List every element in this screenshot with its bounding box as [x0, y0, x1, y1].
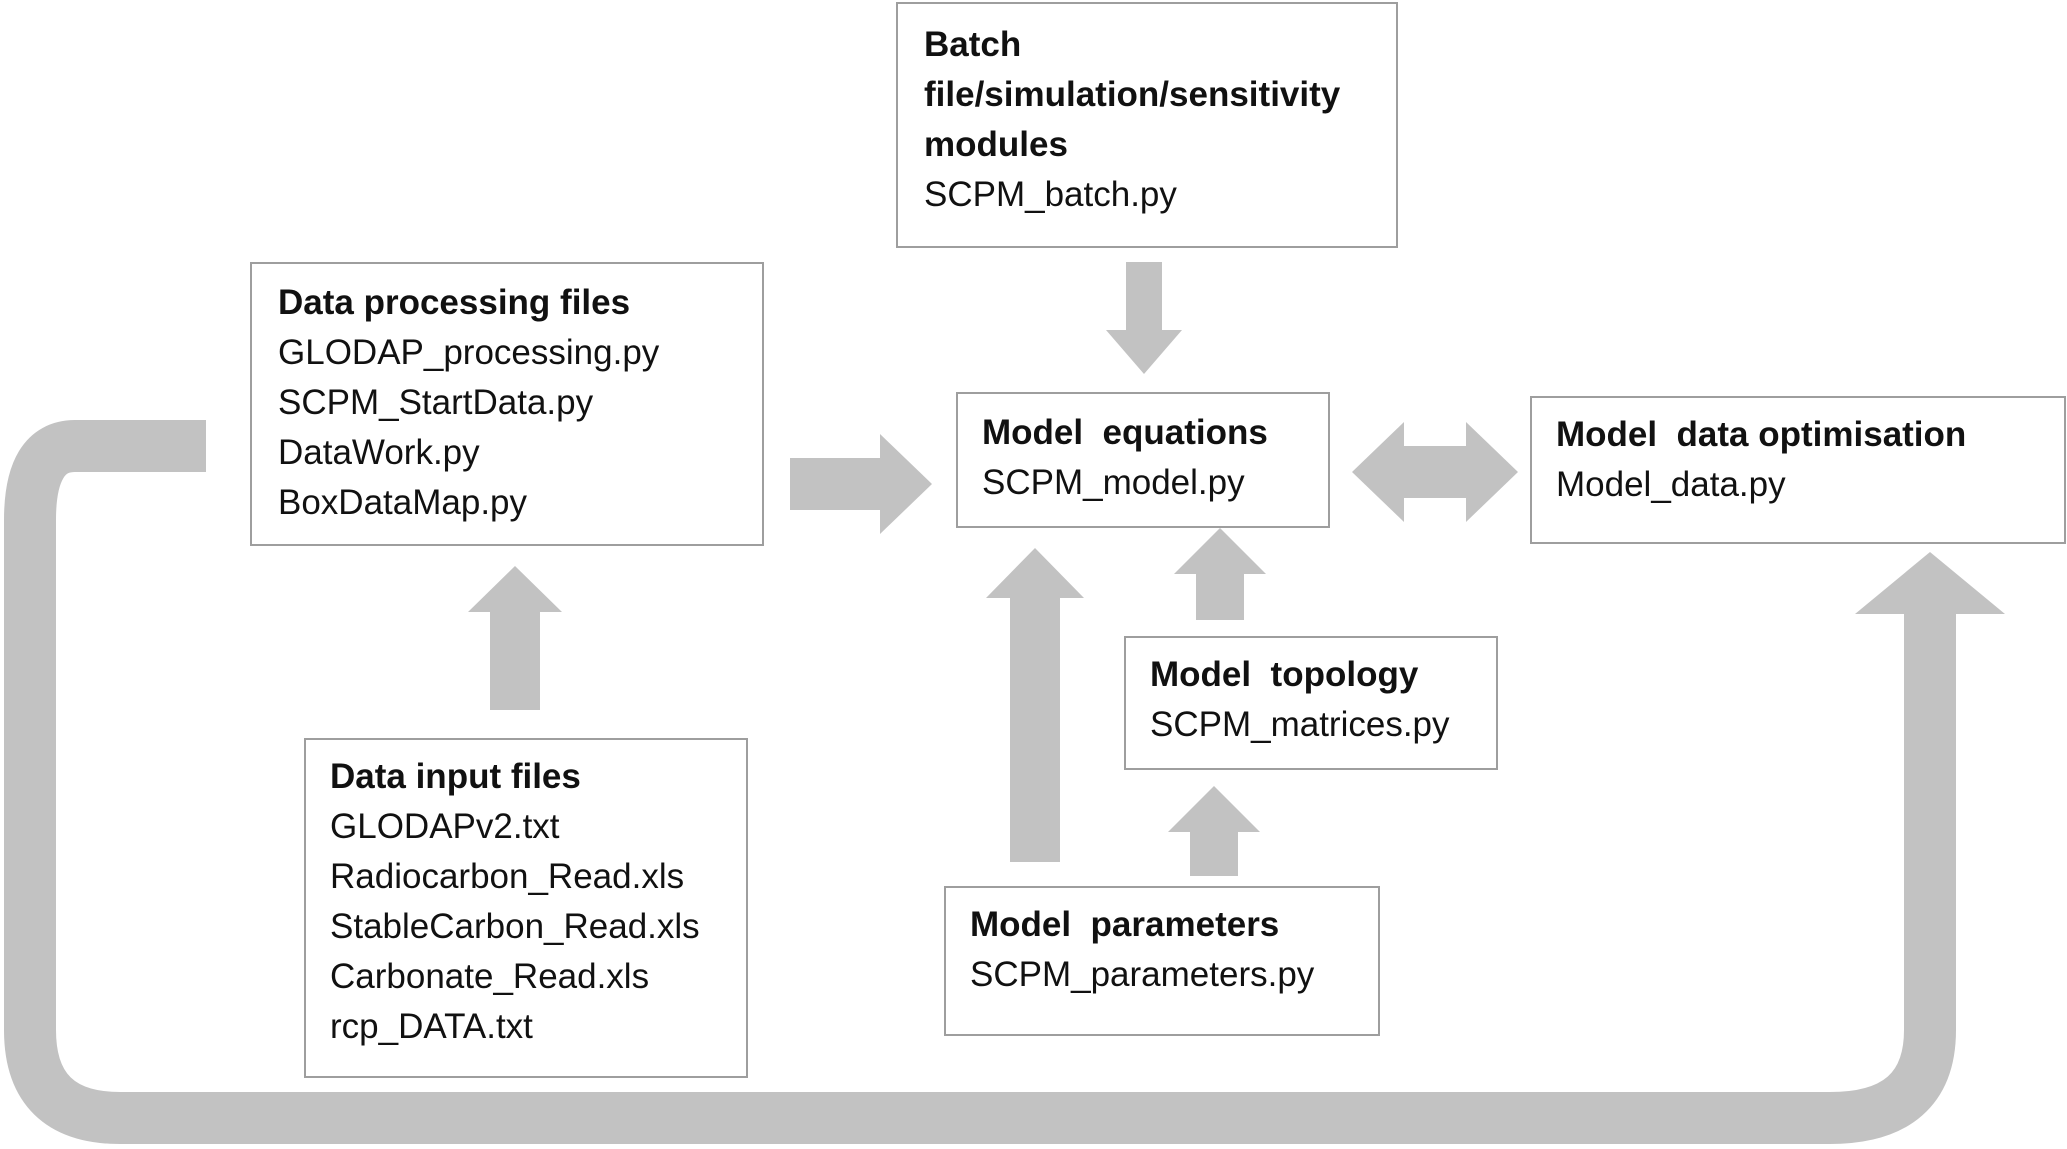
model-topology-box: Model topology SCPM_matrices.py: [1124, 636, 1498, 770]
model-parameters-title: Model parameters: [970, 905, 1280, 944]
data-input-file-3: StableCarbon_Read.xls: [330, 907, 700, 946]
model-data-optimisation-file-1: Model_data.py: [1556, 465, 1786, 504]
data-input-file-4: Carbonate_Read.xls: [330, 957, 650, 996]
arrow-batch-to-equations: [1106, 262, 1182, 374]
data-processing-title: Data processing files: [278, 283, 631, 322]
data-input-title: Data input files: [330, 757, 581, 796]
data-input-file-5: rcp_DATA.txt: [330, 1007, 533, 1046]
model-data-optimisation-box: Model data optimisation Model_data.py: [1530, 396, 2066, 544]
data-processing-file-2: SCPM_StartData.py: [278, 383, 594, 422]
arrow-parameters-to-topology: [1168, 786, 1260, 876]
data-input-file-1: GLODAPv2.txt: [330, 807, 560, 846]
data-input-file-2: Radiocarbon_Read.xls: [330, 857, 685, 896]
arrow-processing-to-equations: [790, 434, 932, 534]
batch-title: Batch file/simulation/sensitivity module…: [924, 25, 1341, 164]
arrow-equations-optimisation-bidirectional: [1352, 422, 1518, 522]
model-topology-title: Model topology: [1150, 655, 1419, 694]
model-parameters-box: Model parameters SCPM_parameters.py: [944, 886, 1380, 1036]
arrow-input-to-processing: [468, 566, 562, 710]
feedback-loop-arrow-shaft: [4, 420, 1956, 1144]
data-processing-file-3: DataWork.py: [278, 433, 480, 472]
arrow-parameters-to-equations: [986, 548, 1084, 862]
batch-file-1: SCPM_batch.py: [924, 175, 1177, 214]
data-processing-file-1: GLODAP_processing.py: [278, 333, 660, 372]
model-parameters-file-1: SCPM_parameters.py: [970, 955, 1315, 994]
arrow-topology-to-equations: [1174, 528, 1266, 620]
feedback-loop-arrowhead: [1855, 552, 2005, 614]
model-topology-file-1: SCPM_matrices.py: [1150, 705, 1450, 744]
model-equations-box: Model equations SCPM_model.py: [956, 392, 1330, 528]
data-input-box: Data input files GLODAPv2.txt Radiocarbo…: [304, 738, 748, 1078]
model-data-optimisation-title: Model data optimisation: [1556, 415, 1967, 454]
data-processing-box: Data processing files GLODAP_processing.…: [250, 262, 764, 546]
model-equations-title: Model equations: [982, 413, 1268, 452]
model-equations-file-1: SCPM_model.py: [982, 463, 1245, 502]
data-processing-file-4: BoxDataMap.py: [278, 483, 528, 522]
batch-box: Batch file/simulation/sensitivity module…: [896, 2, 1398, 248]
